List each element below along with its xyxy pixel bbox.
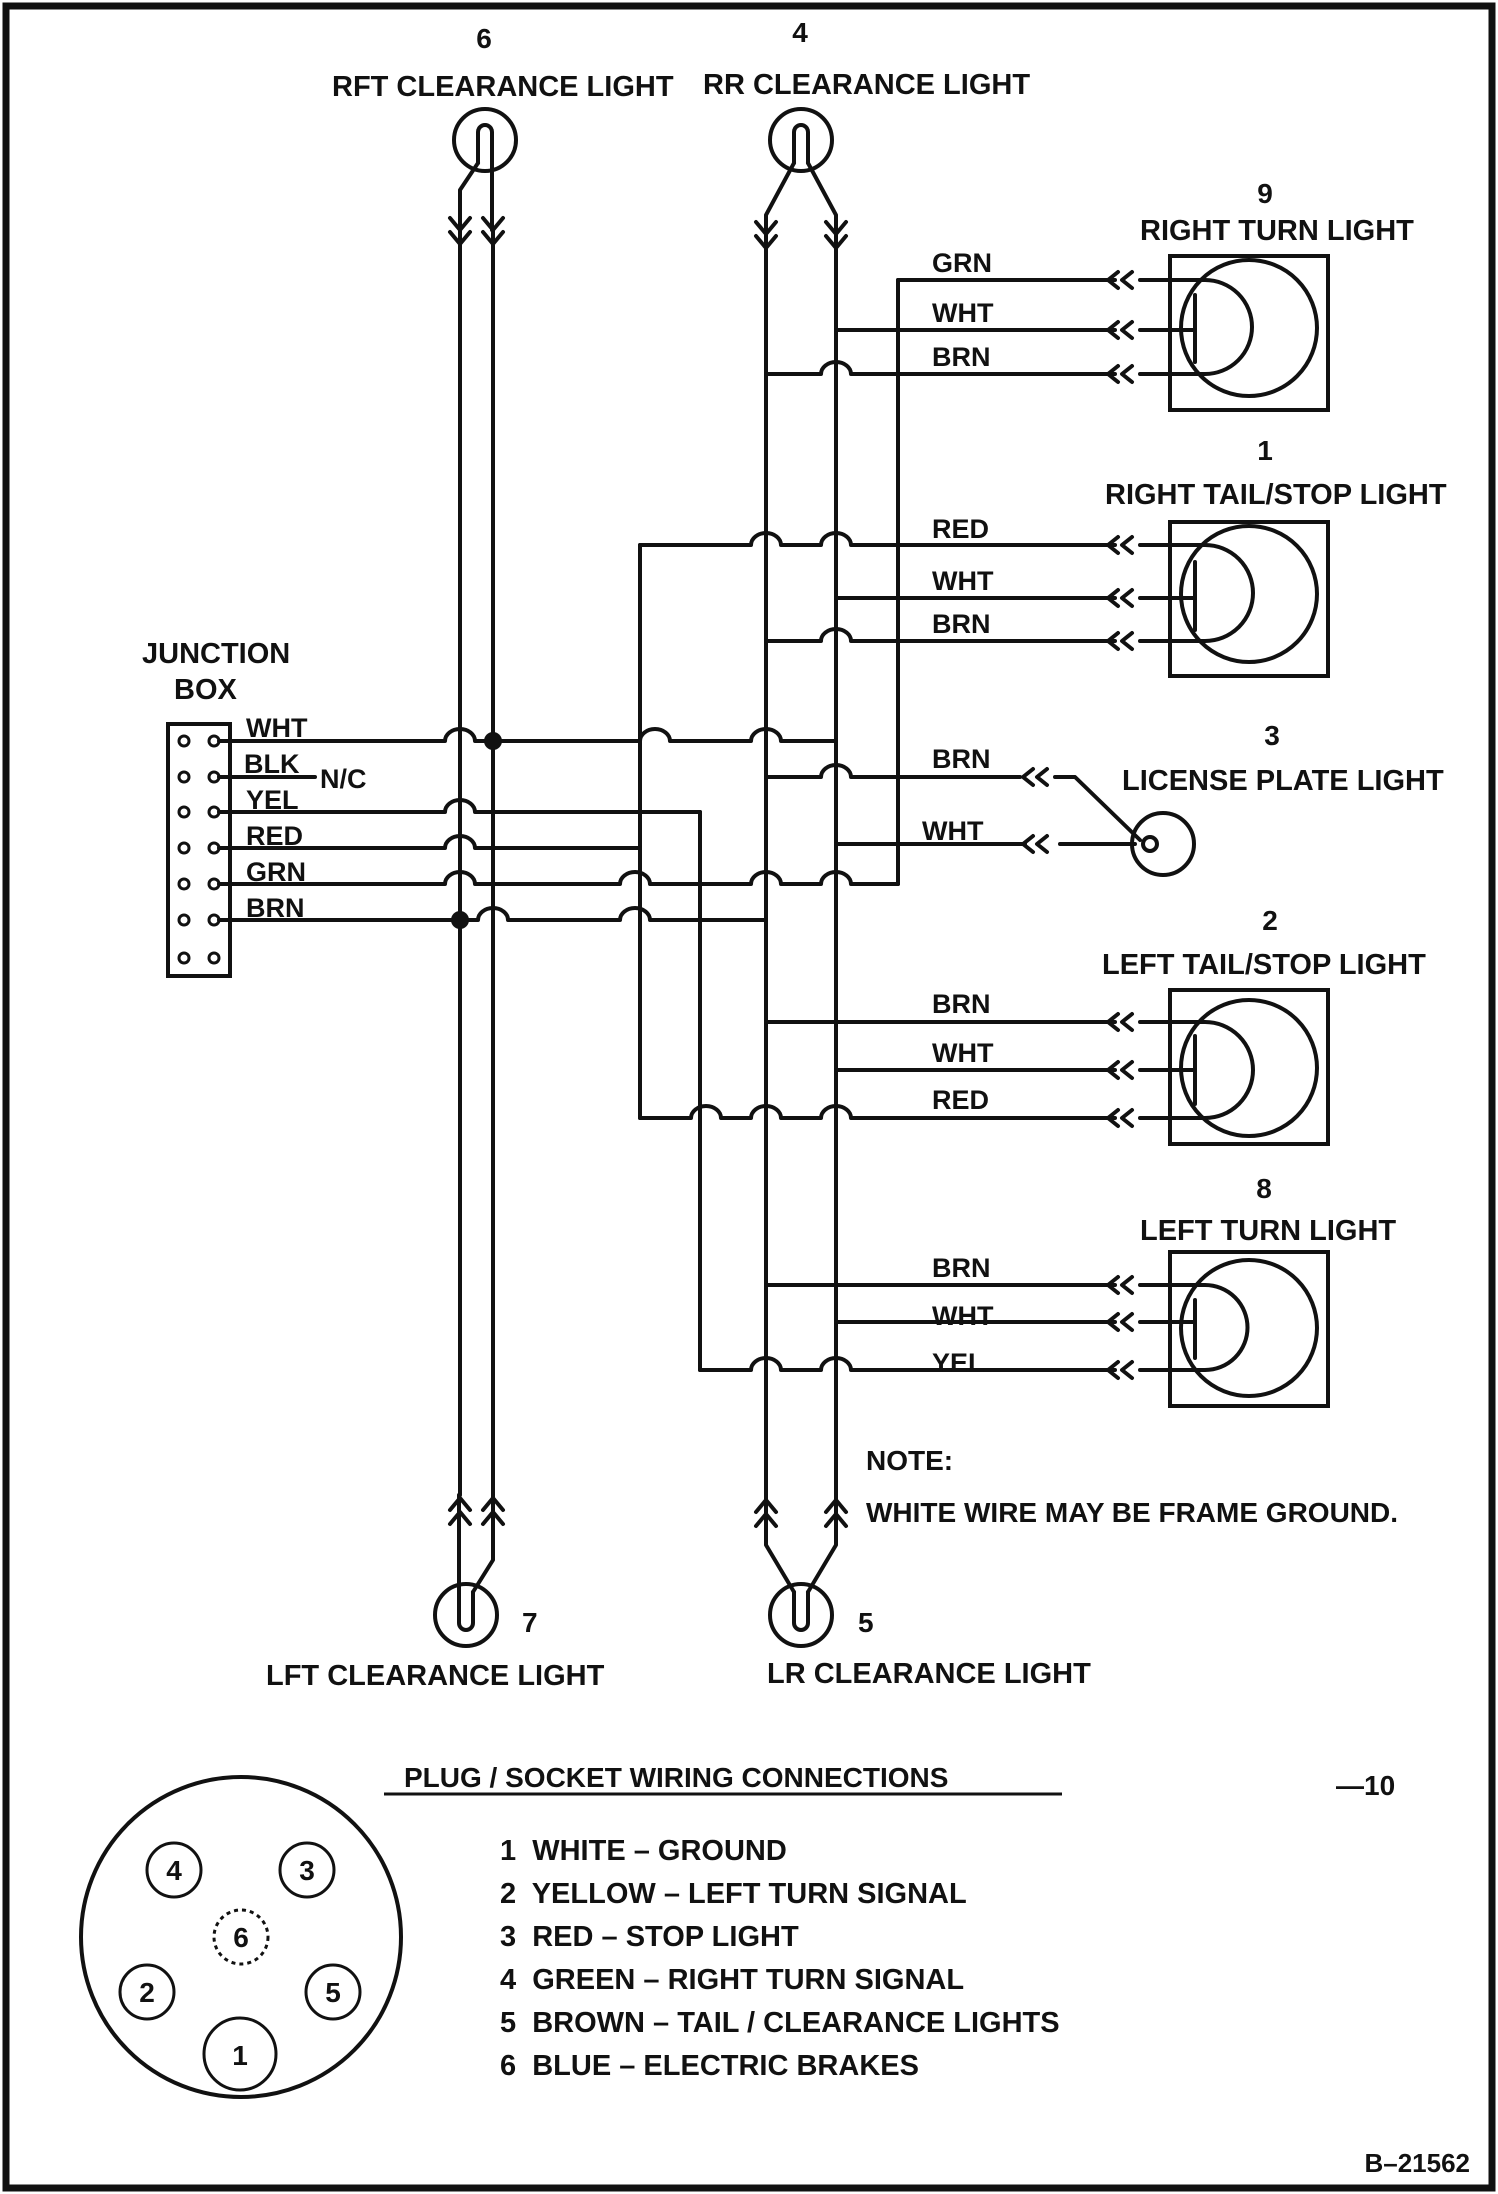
left-turn-wire-1: BRN	[932, 1253, 991, 1283]
license-plate-label: LICENSE PLATE LIGHT	[1122, 765, 1444, 797]
plug-ref: —10	[1336, 1770, 1395, 1801]
jb-wire-yel: YEL	[246, 785, 299, 815]
right-turn-wire-3: BRN	[932, 342, 991, 372]
connection-3: 3 RED – STOP LIGHT	[500, 1921, 799, 1953]
right-turn-wire-2: WHT	[932, 298, 994, 328]
left-turn-label: LEFT TURN LIGHT	[1140, 1215, 1396, 1247]
right-tail-stop-wiring	[638, 531, 1117, 643]
left-tail-stop-wiring	[638, 1020, 1117, 1120]
jb-wire-red: RED	[246, 821, 303, 851]
left-turn-wire-2: WHT	[932, 1301, 994, 1331]
splice-dot-brn	[451, 911, 469, 929]
left-tail-stop-wire-2: WHT	[932, 1038, 994, 1068]
lamp-left-tail-stop	[1138, 988, 1330, 1146]
right-tail-stop-wire-1: RED	[932, 514, 989, 544]
jb-wire-blk: BLK	[244, 749, 300, 779]
lamp-license-plate	[1130, 811, 1196, 877]
pin-6: 6	[233, 1922, 249, 1953]
license-plate-wire-2: WHT	[922, 816, 984, 846]
lamp-connector-chevrons	[1021, 270, 1134, 1380]
note-text: WHITE WIRE MAY BE FRAME GROUND.	[866, 1497, 1398, 1528]
right-tail-stop-label: RIGHT TAIL/STOP LIGHT	[1105, 479, 1447, 511]
right-turn-number: 9	[1257, 178, 1273, 209]
right-tail-stop-wire-3: BRN	[932, 609, 991, 639]
distribution-busses	[638, 278, 900, 1372]
jb-wire-nc: N/C	[320, 764, 367, 794]
plug-face	[79, 1775, 403, 2099]
pin-2: 2	[139, 1977, 155, 2008]
lft-label: LFT CLEARANCE LIGHT	[266, 1660, 605, 1692]
left-tail-stop-label: LEFT TAIL/STOP LIGHT	[1102, 949, 1426, 981]
rr-number: 4	[792, 17, 808, 48]
rft-clearance-light	[448, 107, 518, 246]
pin-4: 4	[166, 1855, 182, 1886]
pin-5: 5	[325, 1977, 341, 2008]
connection-2: 2 YELLOW – LEFT TURN SIGNAL	[500, 1878, 967, 1910]
lamp-left-turn	[1138, 1250, 1330, 1408]
pin-3: 3	[299, 1855, 315, 1886]
left-turn-wire-3: YEL	[932, 1348, 985, 1378]
connection-4: 4 GREEN – RIGHT TURN SIGNAL	[500, 1964, 964, 1996]
splice-dot-wht	[484, 732, 502, 750]
jb-wire-wht: WHT	[246, 713, 308, 743]
rft-label: RFT CLEARANCE LIGHT	[332, 71, 674, 103]
lft-number: 7	[522, 1607, 538, 1638]
connection-6: 6 BLUE – ELECTRIC BRAKES	[500, 2050, 919, 2082]
connection-5: 5 BROWN – TAIL / CLEARANCE LIGHTS	[500, 2007, 1060, 2039]
left-tail-stop-wire-1: BRN	[932, 989, 991, 1019]
lft-clearance-light	[433, 1493, 505, 1648]
left-turn-number: 8	[1256, 1173, 1272, 1204]
right-tail-stop-wire-2: WHT	[932, 566, 994, 596]
lr-label: LR CLEARANCE LIGHT	[767, 1658, 1091, 1690]
note-title: NOTE:	[866, 1445, 953, 1476]
left-tail-stop-wire-3: RED	[932, 1085, 989, 1115]
lamp-right-tail-stop	[1138, 520, 1330, 678]
license-plate-wiring	[764, 763, 1142, 846]
junction-box-label-2: BOX	[174, 674, 238, 706]
rr-clearance-light	[754, 107, 848, 250]
rr-label: RR CLEARANCE LIGHT	[703, 69, 1030, 101]
right-turn-wire-1: GRN	[932, 248, 992, 278]
pin-1: 1	[232, 2040, 248, 2071]
lamp-right-turn	[1138, 254, 1330, 412]
right-turn-label: RIGHT TURN LIGHT	[1140, 215, 1414, 247]
right-tail-stop-number: 1	[1257, 435, 1273, 466]
connection-1: 1 WHITE – GROUND	[500, 1835, 787, 1867]
jb-wire-grn: GRN	[246, 857, 306, 887]
license-plate-number: 3	[1264, 720, 1280, 751]
left-turn-wiring	[698, 1283, 1117, 1372]
license-plate-wire-1: BRN	[932, 744, 991, 774]
main-harness	[458, 228, 838, 1497]
plug-title: PLUG / SOCKET WIRING CONNECTIONS	[404, 1762, 948, 1793]
jb-wire-brn: BRN	[246, 893, 305, 923]
lr-number: 5	[858, 1607, 874, 1638]
left-tail-stop-number: 2	[1262, 905, 1278, 936]
drawing-number: B–21562	[1364, 2148, 1470, 2178]
rft-number: 6	[476, 23, 492, 54]
junction-box-label-1: JUNCTION	[142, 638, 290, 670]
right-turn-light-wiring	[764, 278, 1117, 376]
lr-clearance-light	[754, 1493, 848, 1648]
junction-wires	[217, 727, 900, 922]
